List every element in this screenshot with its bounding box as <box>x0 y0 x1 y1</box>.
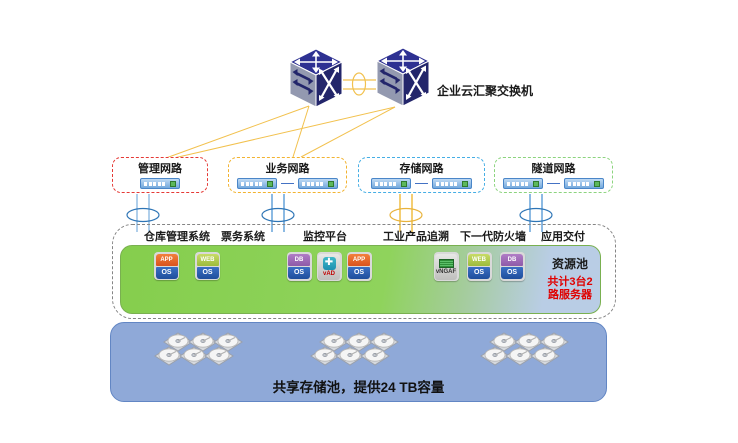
storage-caption: 共享存储池，提供24 TB容量 <box>272 380 445 395</box>
app-vm-tile: APP <box>155 253 178 266</box>
network-label: 存储网路 <box>399 163 444 175</box>
vm-stack-vad: ✚ vAD <box>316 252 342 281</box>
shared-storage-pool: 共享存储池，提供24 TB容量 <box>110 322 607 402</box>
os-tile: OS <box>348 266 370 279</box>
vngaf-appliance-icon: vNGAF <box>435 253 457 280</box>
os-tile: OS <box>155 266 178 279</box>
vm-stack-app: APP OS <box>346 252 372 281</box>
core-switch-label: 企业云汇聚交换机 <box>437 84 534 98</box>
vngaf-label: vNGAF <box>435 268 457 275</box>
server-cluster-3: vNGAF WEB OS DB OS <box>425 252 533 281</box>
vm-stack-web: WEB OS <box>195 252 220 280</box>
vad-label: vAD <box>322 270 335 277</box>
disk-group <box>163 332 238 366</box>
app-label: 仓库管理系统 <box>144 231 210 243</box>
network-box-storage: 存储网路 <box>358 157 485 193</box>
vm-stack-app: APP OS <box>154 252 179 280</box>
db-vm-tile: DB <box>288 253 310 266</box>
network-label: 业务网路 <box>265 163 310 175</box>
app-label: 应用交付 <box>541 231 585 243</box>
switch-cube-icon <box>375 47 431 107</box>
app-vm-tile: APP <box>348 253 370 266</box>
server-count-note: 共计3台2 路服务器 <box>547 276 593 301</box>
switch-icon <box>371 178 411 189</box>
switch-icon <box>237 178 277 189</box>
switch-icon <box>564 178 604 189</box>
switch-link-line <box>415 183 428 184</box>
virtualization-container <box>112 224 616 319</box>
server-cluster-2: DB OS ✚ vAD APP OS <box>275 252 383 281</box>
vm-stack-vngaf: vNGAF <box>433 252 459 281</box>
vad-appliance-icon: ✚ vAD <box>318 253 340 280</box>
vm-stack-db: DB OS <box>286 252 312 281</box>
migration-arrows-icon: ✚ <box>322 256 336 270</box>
switch-link-line <box>547 183 560 184</box>
switch-cube-icon <box>288 48 344 108</box>
switch-icon <box>298 178 338 189</box>
web-vm-tile: WEB <box>468 253 490 266</box>
server-cluster-1: APP OS WEB OS <box>133 252 241 280</box>
switch-link-line <box>281 183 294 184</box>
app-label: 监控平台 <box>303 231 347 243</box>
db-vm-tile: DB <box>501 253 523 266</box>
os-tile: OS <box>288 266 310 279</box>
os-tile: OS <box>196 266 219 279</box>
vm-stack-db: DB OS <box>499 252 525 281</box>
resource-pool-title: 资源池 <box>551 257 588 271</box>
disk-group <box>319 332 394 366</box>
os-tile: OS <box>468 266 490 279</box>
hdd-icon <box>360 346 390 366</box>
network-box-business: 业务网路 <box>228 157 347 193</box>
network-box-tunnel: 隧道网路 <box>494 157 613 193</box>
hdd-icon <box>530 346 560 366</box>
os-tile: OS <box>501 266 523 279</box>
switch-icon <box>140 178 180 189</box>
app-label: 票务系统 <box>221 231 265 243</box>
network-label: 管理网路 <box>138 163 182 175</box>
app-label: 下一代防火墙 <box>460 231 526 243</box>
app-label: 工业产品追溯 <box>383 231 449 243</box>
switch-icon <box>503 178 543 189</box>
network-label: 隧道网路 <box>531 163 576 175</box>
hdd-icon <box>204 346 234 366</box>
vm-stack-web: WEB OS <box>466 252 492 281</box>
disk-group <box>489 332 564 366</box>
switch-icon <box>432 178 472 189</box>
network-box-management: 管理网路 <box>112 157 208 193</box>
web-vm-tile: WEB <box>196 253 219 266</box>
firewall-screen-icon <box>438 258 454 268</box>
